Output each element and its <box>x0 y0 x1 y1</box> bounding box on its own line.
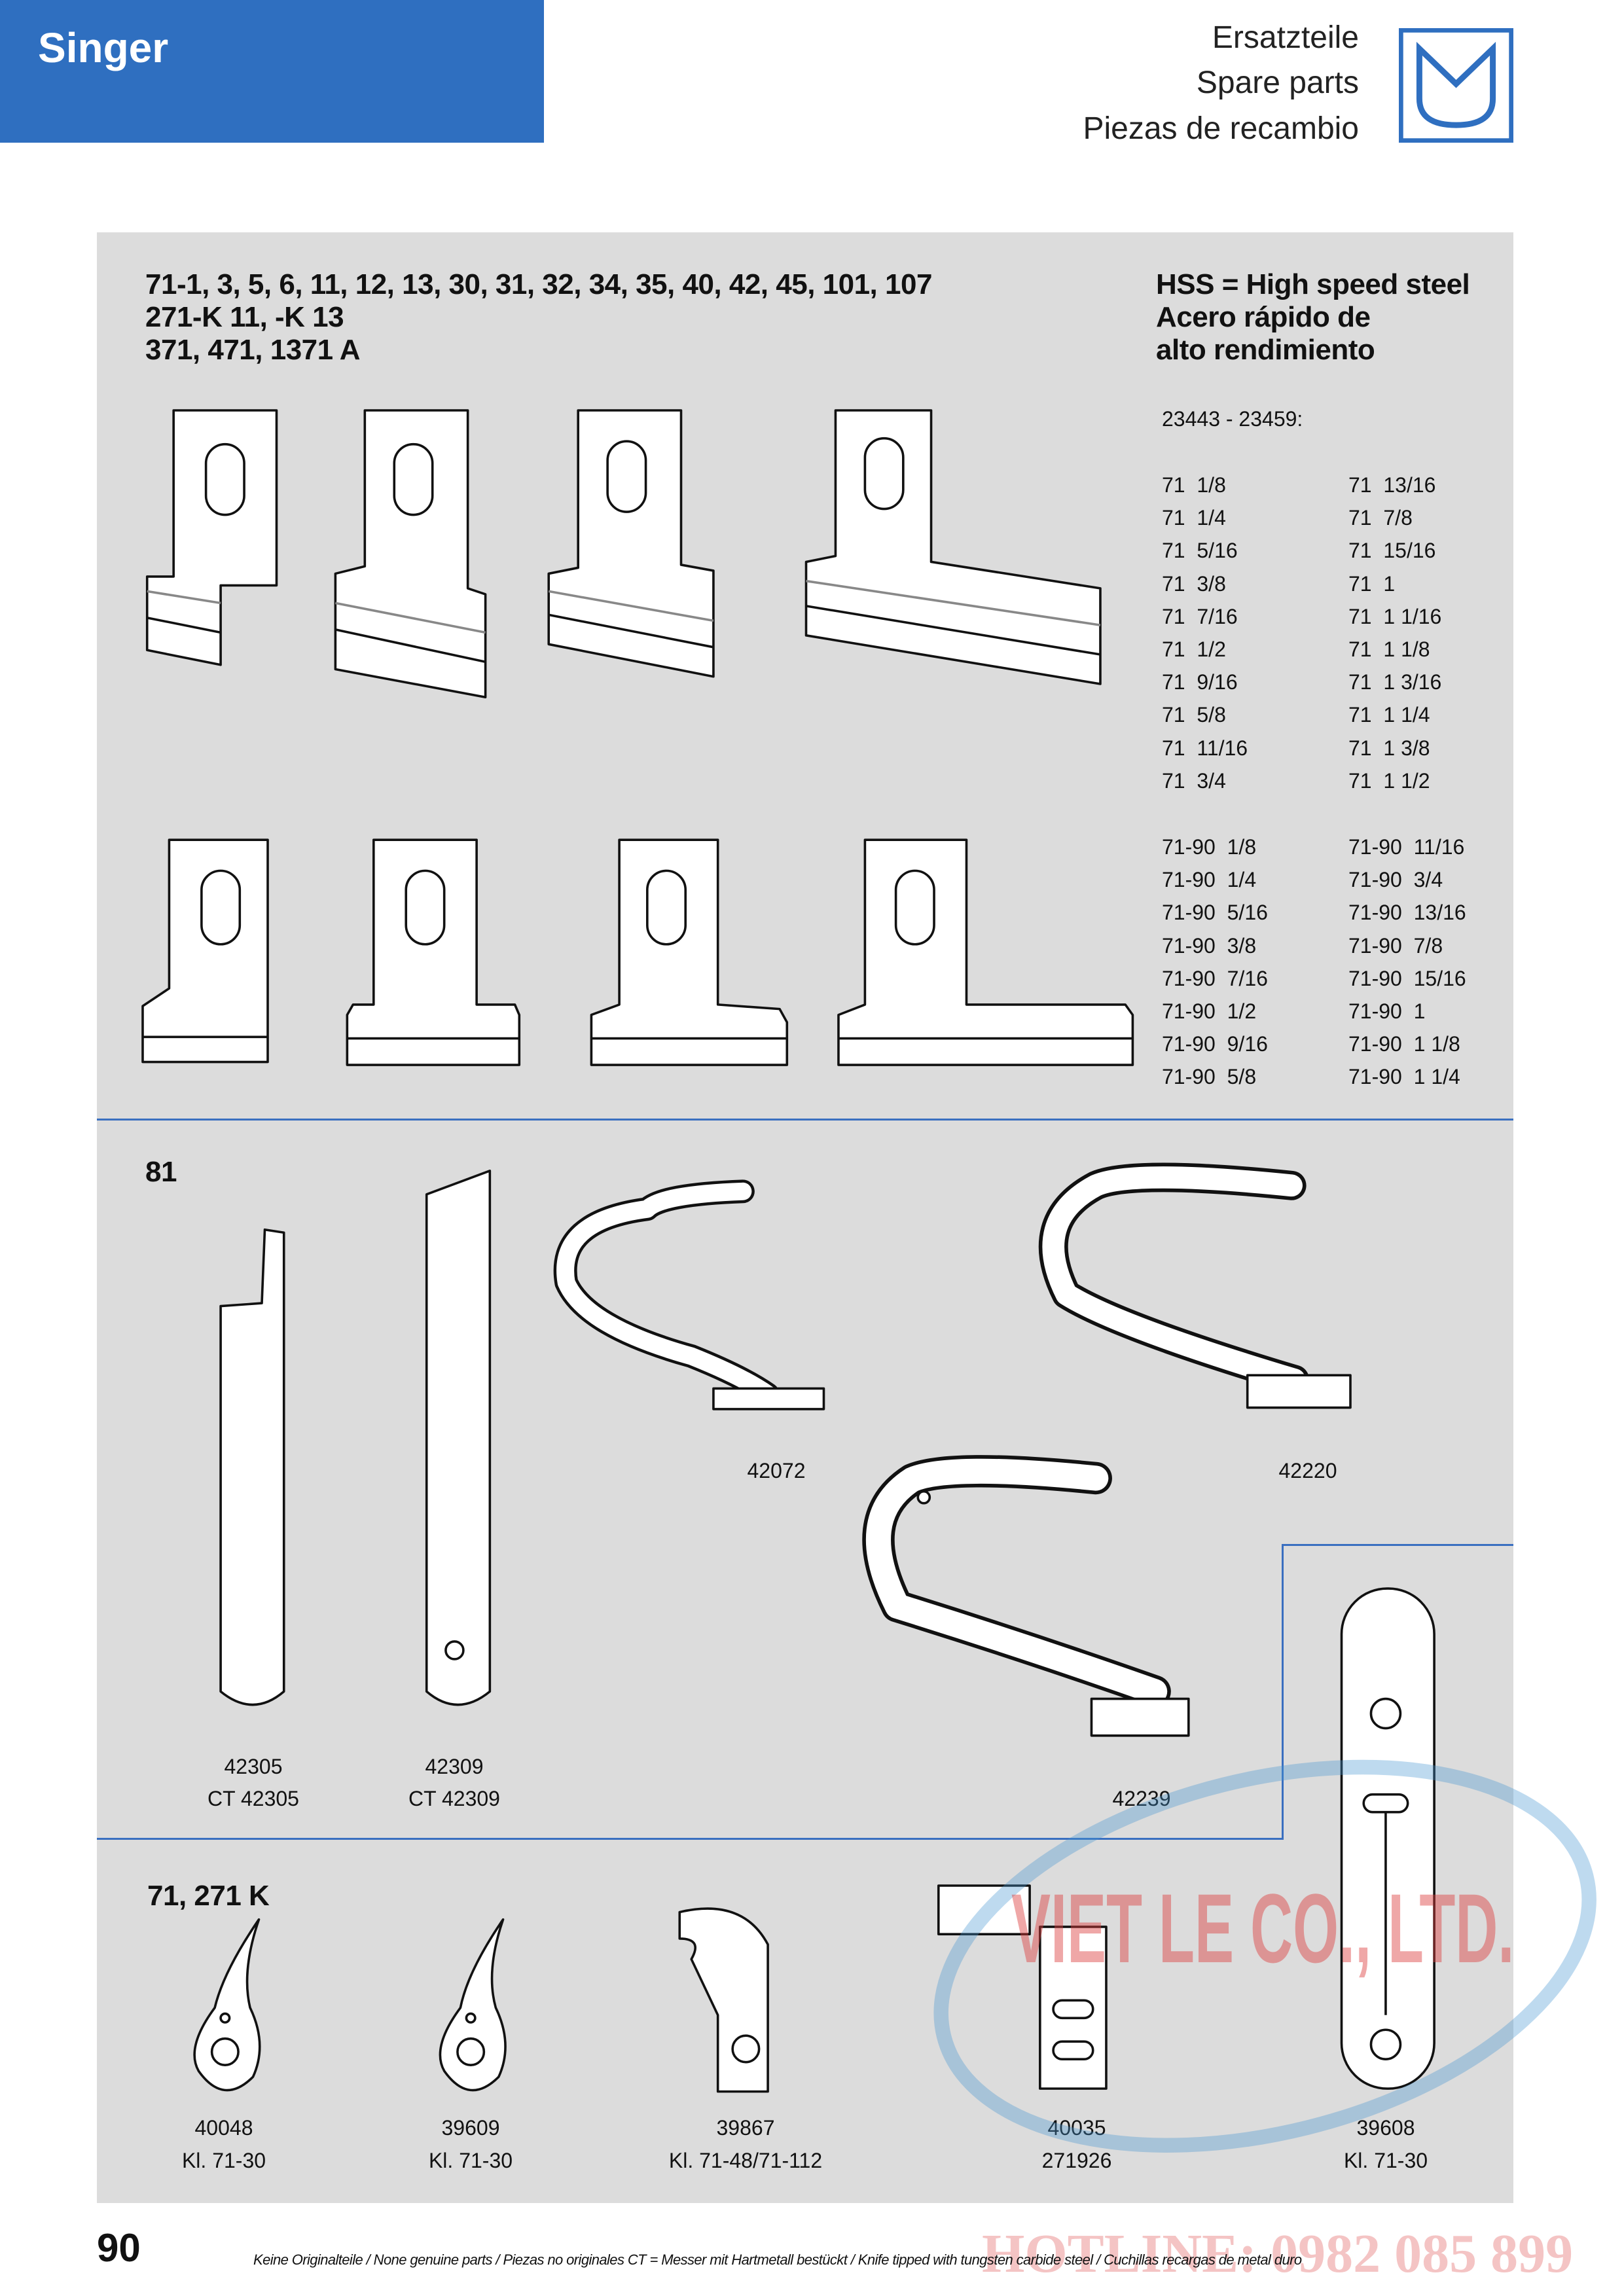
watermark-company: VIET LE CO., LTD. <box>1011 1873 1515 1983</box>
size-list-item: 71 3/4 <box>1162 768 1226 793</box>
size-list-item: 71 1 3/8 <box>1348 736 1430 760</box>
size-list-item: 71 13/16 <box>1348 473 1436 497</box>
size-list-item: 71-90 1/8 <box>1162 835 1257 859</box>
part-sub: Kl. 71-48/71-112 <box>668 2149 823 2172</box>
section1-title-1: 71-1, 3, 5, 6, 11, 12, 13, 30, 31, 32, 3… <box>145 268 932 300</box>
size-list-item: 71 15/16 <box>1348 539 1436 563</box>
size-list-item: 71-90 1 <box>1348 999 1426 1023</box>
section-divider <box>97 1119 1513 1121</box>
part-number: 42309 <box>425 1755 484 1778</box>
size-list-item: 71 1 1/8 <box>1348 637 1430 661</box>
header-lang-en: Spare parts <box>1196 65 1359 100</box>
hss-note-2: Acero rápido de <box>1156 301 1371 333</box>
size-list-item: 71 1/2 <box>1162 637 1226 661</box>
brand-logo-icon <box>1399 28 1513 143</box>
page-number: 90 <box>97 2226 141 2270</box>
section-divider <box>97 1838 1282 1840</box>
part-sub: Kl. 71-30 <box>181 2149 266 2172</box>
size-list-item: 71-90 13/16 <box>1348 901 1466 925</box>
brand-name: Singer <box>38 24 169 71</box>
part-sub: CT 42305 <box>208 1787 299 1810</box>
part-number: 42220 <box>1278 1459 1337 1482</box>
size-list-item: 71 3/8 <box>1162 571 1226 596</box>
part-number: 39609 <box>441 2116 500 2140</box>
footer-note: Keine Originalteile / None genuine parts… <box>253 2251 1302 2268</box>
size-list-item: 71 1 3/16 <box>1348 670 1442 694</box>
size-list-item: 71-90 11/16 <box>1348 835 1465 859</box>
part-sub: Kl. 71-30 <box>1343 2149 1428 2172</box>
section-divider <box>1282 1544 1284 1840</box>
size-list-item: 71 9/16 <box>1162 670 1238 694</box>
size-list-item: 71 5/8 <box>1162 703 1226 727</box>
part-number: 42239 <box>1112 1787 1171 1810</box>
size-list-item: 71 1 1/2 <box>1348 768 1430 793</box>
size-list-item: 71-90 5/16 <box>1162 901 1268 925</box>
part-sub: CT 42309 <box>408 1787 500 1810</box>
section-divider <box>1282 1544 1513 1546</box>
size-list-item: 71-90 1/2 <box>1162 999 1257 1023</box>
part-range: 23443 - 23459: <box>1162 407 1303 431</box>
size-list-item: 71-90 1/4 <box>1162 868 1257 892</box>
size-list-item: 71 7/8 <box>1348 506 1413 530</box>
header-lang-es: Piezas de recambio <box>1083 111 1359 146</box>
size-list-item: 71-90 5/8 <box>1162 1065 1257 1089</box>
part-sub: 271926 <box>1041 2149 1112 2172</box>
size-list-item: 71-90 3/4 <box>1348 868 1443 892</box>
size-list-item: 71 1 1/16 <box>1348 604 1442 628</box>
part-number: 39867 <box>716 2116 775 2140</box>
section1-title-2: 271-K 11, -K 13 <box>145 301 344 333</box>
part-sub: Kl. 71-30 <box>428 2149 513 2172</box>
watermark-hotline: HOTLINE: 0982 085 899 <box>982 2223 1574 2284</box>
part-number: 40035 <box>1047 2116 1106 2140</box>
size-list-item: 71 7/16 <box>1162 604 1238 628</box>
size-list-item: 71 1/8 <box>1162 473 1226 497</box>
part-number: 42305 <box>224 1755 283 1778</box>
size-list-item: 71 1 <box>1348 571 1396 596</box>
size-list-item: 71 11/16 <box>1162 736 1248 760</box>
part-number: 42072 <box>747 1459 806 1482</box>
brand-banner <box>0 0 544 143</box>
part-number: 40048 <box>194 2116 253 2140</box>
section3-title: 71, 271 K <box>147 1880 270 1912</box>
header-lang-de: Ersatzteile <box>1212 20 1359 55</box>
size-list-item: 71-90 1 1/4 <box>1348 1065 1460 1089</box>
size-list-item: 71-90 7/8 <box>1348 933 1443 958</box>
size-list-item: 71 1 1/4 <box>1348 703 1430 727</box>
section2-title: 81 <box>145 1156 177 1188</box>
part-number: 39608 <box>1356 2116 1415 2140</box>
hss-note-1: HSS = High speed steel <box>1156 268 1470 300</box>
size-list-item: 71-90 9/16 <box>1162 1032 1268 1056</box>
size-list-item: 71 5/16 <box>1162 539 1238 563</box>
size-list-item: 71 1/4 <box>1162 506 1226 530</box>
size-list-item: 71-90 1 1/8 <box>1348 1032 1460 1056</box>
size-list-item: 71-90 15/16 <box>1348 966 1466 990</box>
size-list-item: 71-90 3/8 <box>1162 933 1257 958</box>
section1-title-3: 371, 471, 1371 A <box>145 334 360 366</box>
size-list-item: 71-90 7/16 <box>1162 966 1268 990</box>
hss-note-3: alto rendimiento <box>1156 334 1375 366</box>
